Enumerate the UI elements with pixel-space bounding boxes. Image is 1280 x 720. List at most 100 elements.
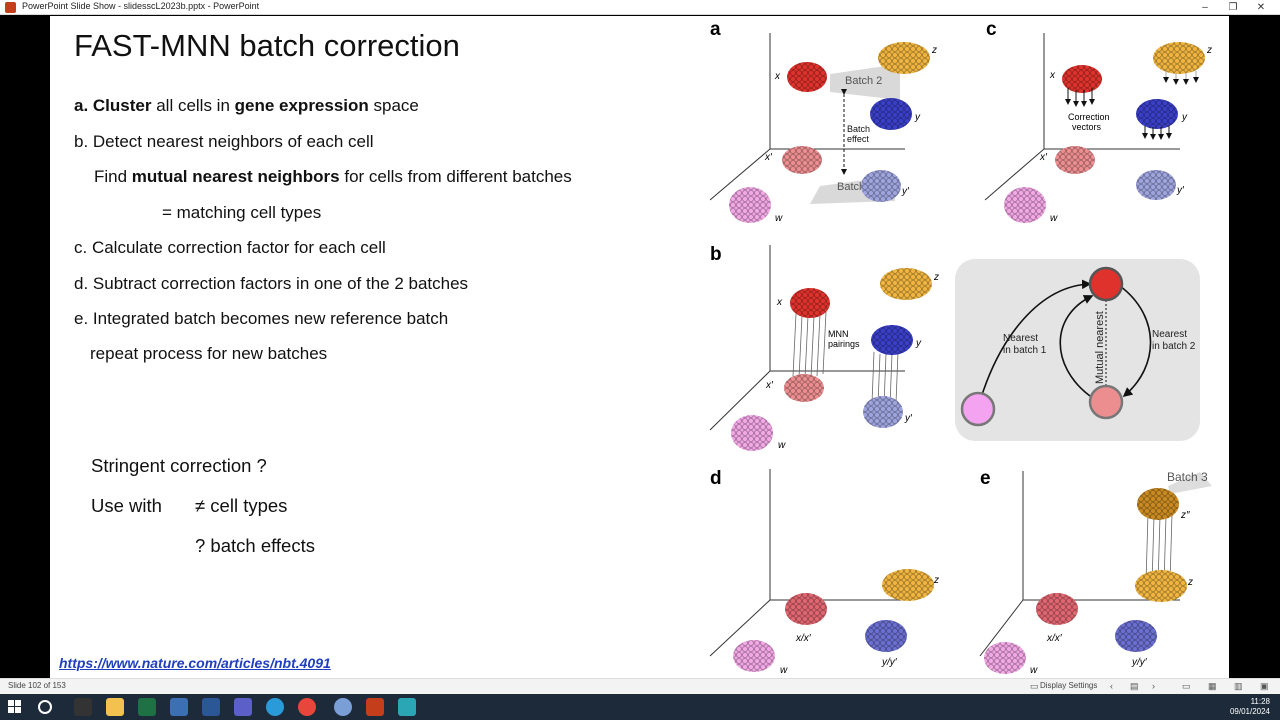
word-icon[interactable] bbox=[202, 698, 220, 716]
display-settings-button[interactable]: Display Settings bbox=[1040, 681, 1097, 690]
windows-start-icon[interactable] bbox=[8, 700, 22, 714]
remote-desktop-icon[interactable] bbox=[398, 698, 416, 716]
step-e-repeat: repeat process for new batches bbox=[90, 344, 327, 364]
step-d: d. Subtract correction factors in one of… bbox=[74, 274, 468, 294]
panel-b: b MNN pairings bbox=[710, 244, 1200, 451]
step-a-text: all cells in bbox=[151, 96, 234, 115]
taskbar: 11:28 09/01/2024 bbox=[0, 694, 1280, 720]
previous-slide-button[interactable]: ‹ bbox=[1110, 681, 1113, 691]
c-label-x-prime: x′ bbox=[1039, 152, 1048, 163]
powerpoint-app-icon bbox=[5, 2, 16, 13]
window-title-bar: PowerPoint Slide Show - slidesscL2023b.p… bbox=[0, 0, 1280, 15]
status-bar: Slide 102 of 153 ▭ Display Settings ‹ ▤ … bbox=[0, 678, 1280, 694]
step-b: b. Detect nearest neighbors of each cell bbox=[74, 132, 374, 152]
step-b-mnn-pre: Find bbox=[94, 167, 132, 186]
b-label-x-prime: x′ bbox=[765, 380, 774, 391]
b-label-x: x bbox=[776, 297, 783, 308]
correction-vectors-label-1: Correction bbox=[1068, 112, 1110, 122]
question-cell-types: ≠ cell types bbox=[195, 495, 287, 517]
label-x-prime: x′ bbox=[764, 152, 773, 163]
teams-icon[interactable] bbox=[234, 698, 252, 716]
nearest-batch2-label-2: in batch 2 bbox=[1152, 341, 1196, 352]
step-a-text-end: space bbox=[369, 96, 419, 115]
minimize-button[interactable]: – bbox=[1192, 0, 1218, 15]
step-b-mnn-post: for cells from different batches bbox=[340, 167, 572, 186]
slide-menu-icon[interactable]: ▤ bbox=[1130, 681, 1139, 692]
question-use-with: Use with bbox=[91, 495, 162, 517]
d-label-yy: y/y′ bbox=[881, 657, 898, 668]
correction-vectors-label-2: vectors bbox=[1072, 122, 1102, 132]
question-stringent: Stringent correction ? bbox=[91, 455, 267, 477]
step-a: a. Cluster all cells in gene expression … bbox=[74, 96, 419, 116]
slideshow-view-icon[interactable]: ▣ bbox=[1260, 681, 1269, 692]
step-a-bold-gene: gene expression bbox=[235, 96, 369, 115]
display-settings-icon[interactable]: ▭ bbox=[1030, 681, 1039, 692]
b-label-y: y bbox=[915, 338, 922, 349]
batch3-label: Batch 3 bbox=[1167, 470, 1208, 484]
step-b-match: = matching cell types bbox=[162, 203, 321, 223]
b-label-w: w bbox=[778, 440, 786, 451]
clock-time: 11:28 bbox=[1230, 697, 1270, 707]
nearest-batch1-label-2: in batch 1 bbox=[1003, 345, 1047, 356]
c-label-z: z bbox=[1206, 45, 1212, 56]
panel-a: a Batch 2 Batch 1 Batch effect x z bbox=[710, 19, 937, 224]
letterbox-left bbox=[0, 16, 50, 678]
slide-title: FAST-MNN batch correction bbox=[74, 28, 460, 64]
system-clock[interactable]: 11:28 09/01/2024 bbox=[1230, 697, 1270, 717]
reading-view-icon[interactable]: ▥ bbox=[1234, 681, 1243, 692]
slide[interactable]: FAST-MNN batch correction a. Cluster all… bbox=[50, 16, 1229, 678]
batch-effect-label-1: Batch bbox=[847, 124, 870, 134]
panel-d-label: d bbox=[710, 468, 722, 489]
label-w: w bbox=[775, 213, 783, 224]
letterbox-right bbox=[1229, 16, 1280, 678]
restore-button[interactable]: ❐ bbox=[1220, 0, 1246, 15]
next-slide-button[interactable]: › bbox=[1152, 681, 1155, 691]
c-label-w: w bbox=[1050, 213, 1058, 224]
panel-d: d z x/x′ y/y′ w bbox=[710, 468, 939, 676]
inset-magenta-node bbox=[962, 393, 994, 425]
b-label-y-prime: y′ bbox=[904, 413, 913, 424]
d-label-xx: x/x′ bbox=[795, 633, 812, 644]
clock-date: 09/01/2024 bbox=[1230, 707, 1270, 717]
panel-c-label: c bbox=[986, 19, 997, 40]
c-label-x: x bbox=[1049, 70, 1056, 81]
batch-effect-label-2: effect bbox=[847, 134, 869, 144]
e-label-z-double-prime: z″ bbox=[1180, 510, 1190, 521]
panel-c: c bbox=[985, 19, 1212, 224]
label-z: z bbox=[931, 45, 937, 56]
label-y: y bbox=[914, 112, 921, 123]
inset-red-node bbox=[1090, 268, 1122, 300]
c-label-y-prime: y′ bbox=[1176, 185, 1185, 196]
terminal-icon[interactable] bbox=[74, 698, 92, 716]
nature-article-link[interactable]: https://www.nature.com/articles/nbt.4091 bbox=[59, 655, 331, 671]
mail-icon[interactable] bbox=[170, 698, 188, 716]
mutual-nearest-label: Mutual nearest bbox=[1094, 311, 1106, 384]
r-icon[interactable] bbox=[334, 698, 352, 716]
window-title: PowerPoint Slide Show - slidesscL2023b.p… bbox=[22, 1, 259, 11]
close-button[interactable]: ✕ bbox=[1248, 0, 1274, 15]
slide-sorter-icon[interactable]: ▦ bbox=[1208, 681, 1217, 692]
e-label-yy: y/y′ bbox=[1131, 657, 1148, 668]
normal-view-icon[interactable]: ▭ bbox=[1182, 681, 1191, 692]
e-label-w: w bbox=[1030, 665, 1038, 676]
excel-icon[interactable] bbox=[138, 698, 156, 716]
mnn-figure: a Batch 2 Batch 1 Batch effect x z bbox=[700, 16, 1229, 678]
nearest-batch2-label-1: Nearest bbox=[1152, 329, 1187, 340]
e-label-z: z bbox=[1187, 577, 1193, 588]
mnn-pairings-label-1: MNN bbox=[828, 329, 849, 339]
search-icon[interactable] bbox=[38, 700, 52, 714]
powerpoint-taskbar-icon[interactable] bbox=[366, 698, 384, 716]
nearest-batch1-label-1: Nearest bbox=[1003, 333, 1038, 344]
step-e: e. Integrated batch becomes new referenc… bbox=[74, 309, 448, 329]
panel-e-label: e bbox=[980, 468, 991, 489]
inset-pink-node bbox=[1090, 386, 1122, 418]
file-explorer-icon[interactable] bbox=[106, 698, 124, 716]
panel-a-label: a bbox=[710, 19, 721, 40]
b-label-z: z bbox=[933, 272, 939, 283]
chrome-icon[interactable] bbox=[298, 698, 316, 716]
edge-icon[interactable] bbox=[266, 698, 284, 716]
step-a-bold-cluster: a. Cluster bbox=[74, 96, 151, 115]
d-label-z: z bbox=[933, 575, 939, 586]
panel-e: e Batch 3 z″ z x/x′ y/y′ bbox=[980, 468, 1212, 676]
e-label-xx: x/x′ bbox=[1046, 633, 1063, 644]
